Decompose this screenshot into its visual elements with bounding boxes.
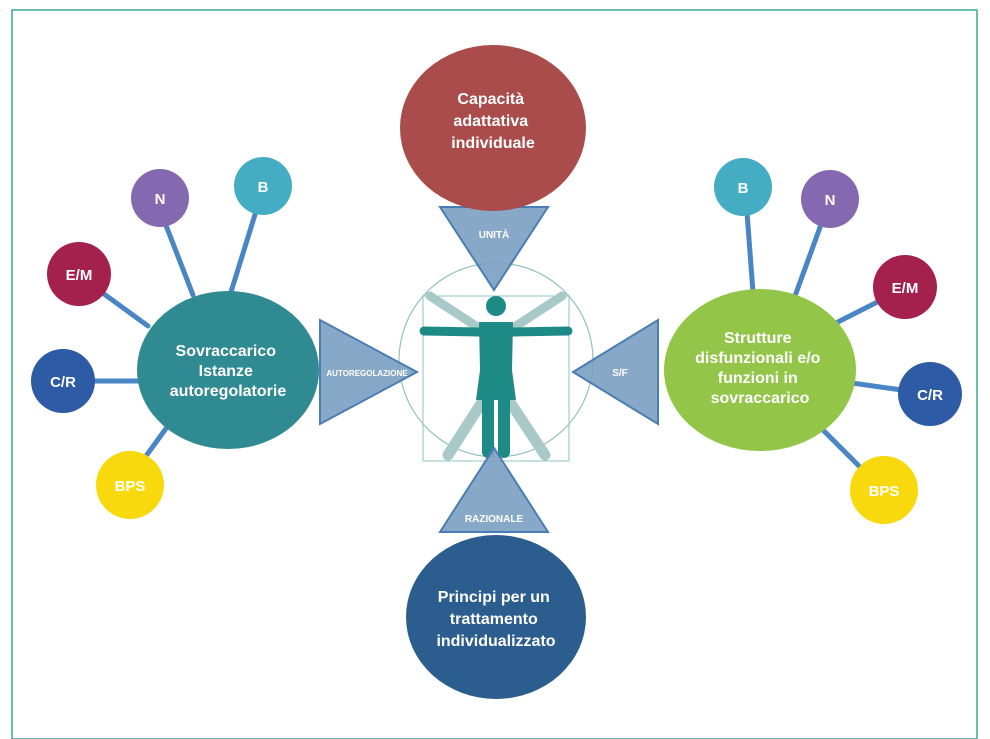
triangle-bottom-label: RAZIONALE [465, 514, 524, 525]
badge-left-cr-label: C/R [50, 374, 76, 391]
triangle-top [438, 206, 550, 292]
triangle-right [571, 318, 659, 426]
principles-circle [406, 535, 586, 699]
badges-left: N B E/M C/R BPS [31, 157, 292, 519]
badge-left-em-label: E/M [66, 267, 93, 284]
capacity-line-1: Capacità [457, 91, 524, 108]
figure-head [486, 296, 506, 316]
vitruvian-figure [398, 262, 594, 462]
principles-line-3: individualizzato [436, 633, 555, 650]
badge-left-bps-label: BPS [115, 478, 146, 495]
badge-right-em [873, 255, 937, 319]
triangle-left-label: AUTOREGOLAZIONE [326, 369, 408, 378]
structures-circle [664, 289, 856, 451]
svg-text:Capacità adattativa in: Capacità adattativa individuale [451, 91, 535, 152]
overload-line-3: autoregolatorie [170, 383, 287, 400]
capacity-line-2: adattativa [453, 113, 528, 130]
badge-left-n [131, 169, 189, 227]
triangle-bottom [438, 446, 550, 533]
triangle-top-label: UNITÀ [479, 228, 510, 241]
outer-frame [11, 9, 978, 739]
badge-left-em [47, 242, 111, 306]
pointer-triangles [319, 206, 659, 533]
svg-text:Principi per un trattament: Principi per un trattamento individualiz… [436, 589, 555, 650]
badge-right-n-label: N [825, 192, 836, 209]
figure-torso [476, 322, 516, 400]
structures-line-1: Strutture [724, 330, 792, 347]
badge-right-cr [898, 362, 962, 426]
badges-right: B N E/M C/R BPS [714, 158, 962, 524]
structures-line-2: disfunzionali e/o [695, 350, 821, 367]
badge-left-b-label: B [258, 179, 269, 196]
svg-text:Sovraccarico Istanze a: Sovraccarico Istanze autoregolatorie [170, 343, 287, 400]
badge-right-bps-label: BPS [869, 483, 900, 500]
badge-left-bps [96, 451, 164, 519]
badge-left-b [234, 157, 292, 215]
badge-left-cr [31, 349, 95, 413]
badge-right-b-label: B [738, 180, 749, 197]
structures-line-4: sovraccarico [711, 390, 810, 407]
badge-left-n-label: N [155, 191, 166, 208]
principles-line-1: Principi per un [438, 589, 550, 606]
principles-line-2: trattamento [450, 611, 538, 628]
overload-circle [137, 291, 319, 449]
overload-line-1: Sovraccarico [176, 343, 277, 360]
capacity-circle [400, 45, 586, 211]
badge-right-b [714, 158, 772, 216]
structures-line-3: funzioni in [718, 370, 798, 387]
badge-right-bps [850, 456, 918, 524]
triangle-right-label: S/F [612, 368, 628, 379]
badge-right-em-label: E/M [892, 280, 919, 297]
triangle-left [319, 318, 420, 426]
overload-line-2: Istanze [199, 363, 253, 380]
badge-right-n [801, 170, 859, 228]
svg-text:Strutture disfunzionali e/: Strutture disfunzionali e/o funzioni in … [695, 330, 825, 407]
capacity-line-3: individuale [451, 135, 535, 152]
badge-right-cr-label: C/R [917, 387, 943, 404]
